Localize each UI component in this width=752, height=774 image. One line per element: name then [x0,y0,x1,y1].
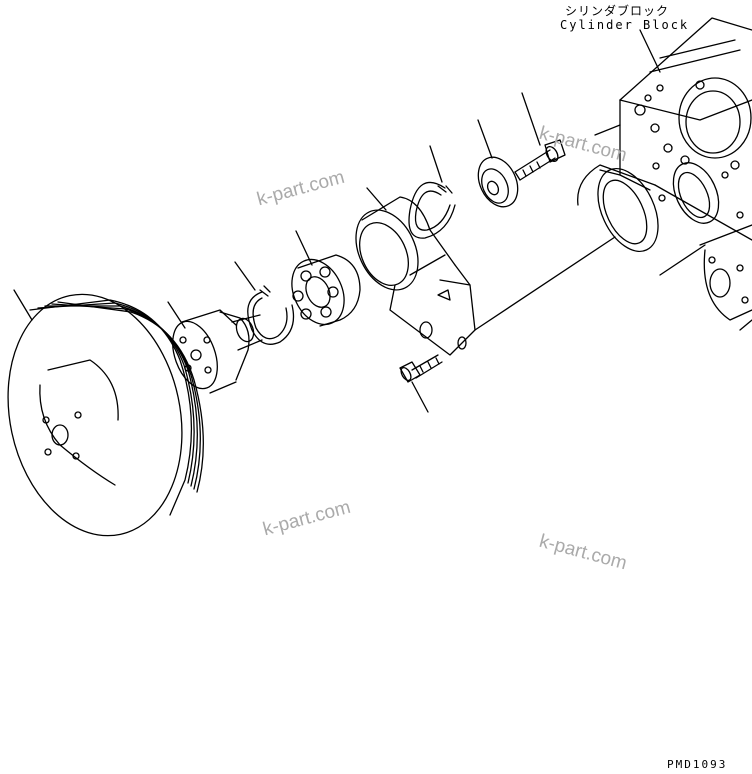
bolt-lower [399,354,443,413]
cap-disk [477,119,519,208]
housing-bracket [355,187,476,356]
snap-ring-left [234,261,295,345]
roller-bearing [291,230,361,327]
bolt-upper [514,92,566,181]
pulley-hub [167,301,263,394]
snap-ring-right [408,145,456,239]
en-title: Cylinder Block [560,18,690,32]
mounting-line [474,236,616,331]
title-leader-line [639,29,661,73]
cylinder-block [577,17,752,331]
jp-title: シリンダブロック [565,4,670,18]
drawing-code: PMD1093 [667,758,728,771]
crank-pulley [7,289,204,537]
